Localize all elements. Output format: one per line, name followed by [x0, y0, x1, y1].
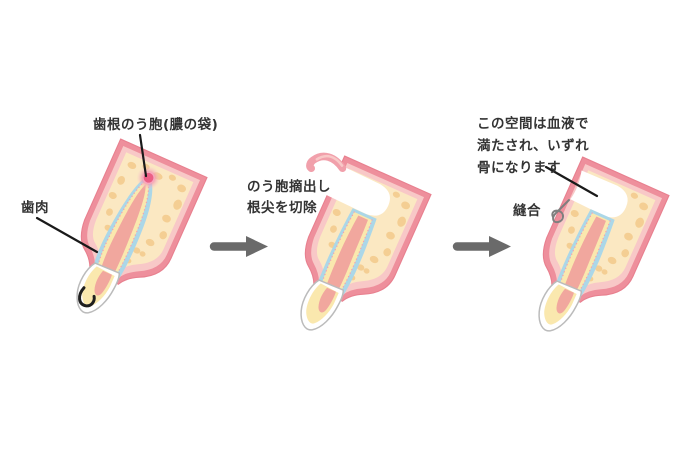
tooth-illustration-stage-1: [76, 138, 208, 314]
arrow-right-icon: [209, 236, 268, 257]
suture-icon: [551, 199, 570, 224]
bone-cavity: [320, 161, 390, 216]
caption-stage-3-line-3: 骨になります: [477, 160, 561, 176]
tooth-illustration-stage-2: [300, 152, 432, 331]
crown-restoration-mark: [78, 286, 96, 308]
caption-stage-3-line-1: この空間は血液で: [477, 116, 589, 132]
caption-stage-2: のう胞摘出し 根尖を切除: [247, 177, 331, 219]
crown-pulp: [318, 287, 336, 313]
caption-stage-3-line-2: 満たされ、いずれ: [477, 138, 590, 154]
caption-stage-2-line-2: 根尖を切除: [247, 200, 317, 216]
label-gum: 歯肉: [21, 200, 49, 216]
gum-flap: [306, 152, 347, 173]
arrow-right-icon: [452, 236, 511, 257]
crown-pulp: [556, 288, 574, 314]
label-suture: 縫合: [513, 203, 541, 219]
label-root-cyst: 歯根のう胞(膿の袋): [93, 117, 219, 133]
caption-stage-2-line-1: のう胞摘出し: [247, 179, 331, 195]
gum-flap-highlight: [315, 154, 344, 167]
crown-pulp: [94, 270, 112, 296]
caption-stage-3: この空間は血液で 満たされ、いずれ 骨になります: [477, 113, 589, 179]
